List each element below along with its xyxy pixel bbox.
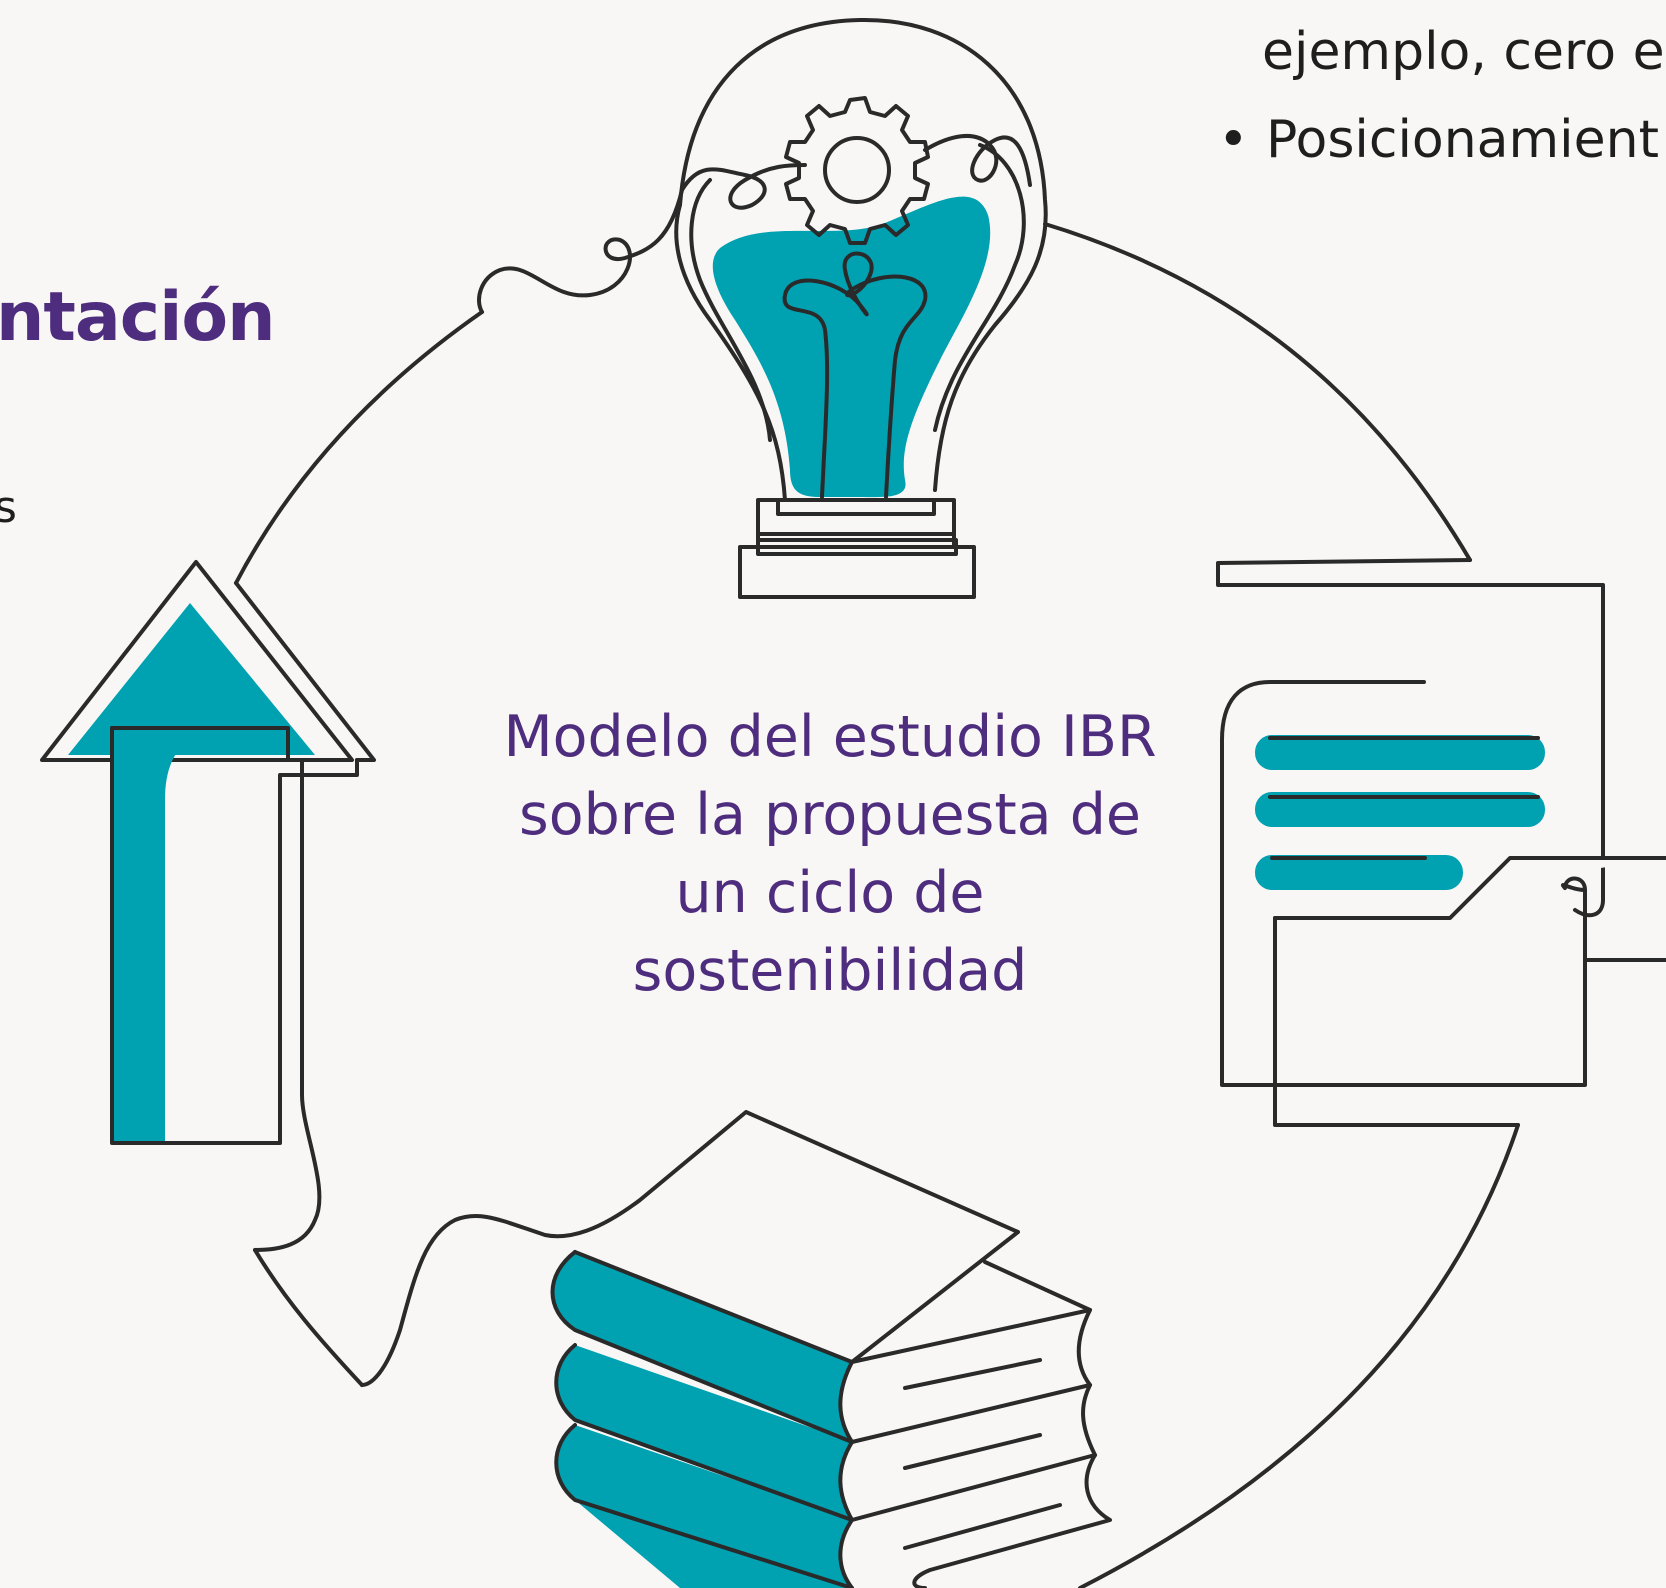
- bullet-list-item: • Posicionamient: [1218, 110, 1659, 170]
- bullet-text-line: ejemplo, cero e: [1262, 22, 1665, 82]
- lightbulb-icon: [477, 17, 1048, 599]
- bullet-item-text: Posicionamient: [1266, 110, 1659, 170]
- cycle-ring: [234, 222, 1520, 1588]
- section-heading-fragment: ntación: [0, 278, 276, 357]
- side-text-fragment: s: [0, 482, 17, 533]
- diagram-center-title: Modelo del estudio IBR sobre la propuest…: [503, 704, 1157, 1004]
- bullet-marker: •: [1218, 110, 1249, 170]
- books-icon: [360, 1110, 1112, 1588]
- document-folder-icon: [1216, 558, 1666, 1127]
- up-arrow-icon: [40, 560, 376, 1252]
